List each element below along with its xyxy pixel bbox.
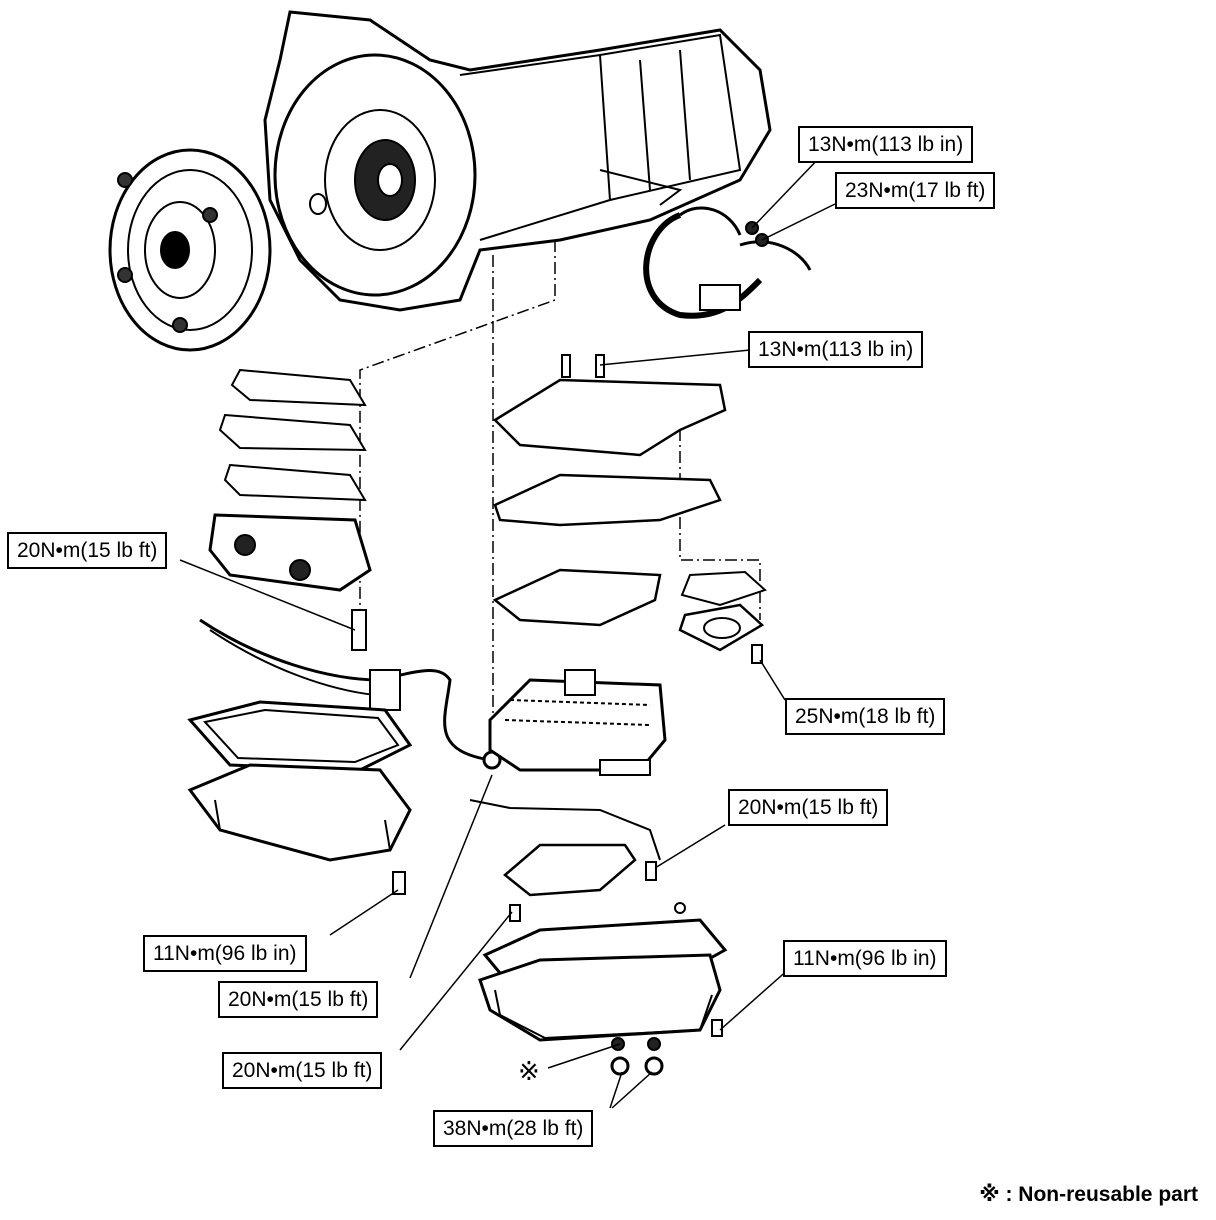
dash-leaders [359, 240, 761, 760]
torque-callout-3: 13N•m(113 lb in) [748, 331, 924, 368]
torque-callout-10: 20N•m(15 lb ft) [222, 1052, 383, 1089]
torque-callout-7: 11N•m(96 lb in) [143, 935, 307, 972]
right-oil-pan [478, 902, 728, 1076]
torque-callout-9: 20N•m(15 lb ft) [218, 981, 379, 1018]
accumulator-cover [678, 570, 767, 664]
transmission-case [263, 10, 772, 312]
torque-callout-8: 11N•m(96 lb in) [783, 940, 947, 977]
center-plates [492, 354, 727, 627]
wiring-harness-left [199, 618, 502, 770]
torque-callout-1: 13N•m(113 lb in) [798, 126, 974, 163]
torque-converter [108, 148, 272, 352]
non-reusable-marker: ※ [518, 1056, 540, 1086]
left-oil-pan [187, 700, 413, 895]
torque-callout-11: 38N•m(28 lb ft) [433, 1110, 594, 1147]
left-plate-stack [208, 368, 372, 651]
wire-harness-top [643, 206, 812, 319]
torque-callout-4: 20N•m(15 lb ft) [7, 532, 168, 569]
legend: ※ : Non-reusable part [979, 1182, 1198, 1207]
torque-callout-2: 23N•m(17 lb ft) [835, 172, 996, 209]
torque-callout-5: 25N•m(18 lb ft) [785, 698, 946, 735]
valve-body [469, 669, 667, 881]
legend-text: : Non-reusable part [1005, 1183, 1198, 1206]
oil-strainer [503, 843, 637, 922]
legend-symbol: ※ [979, 1183, 1000, 1206]
torque-callout-6: 20N•m(15 lb ft) [728, 789, 889, 826]
leader-lines [179, 154, 836, 1109]
